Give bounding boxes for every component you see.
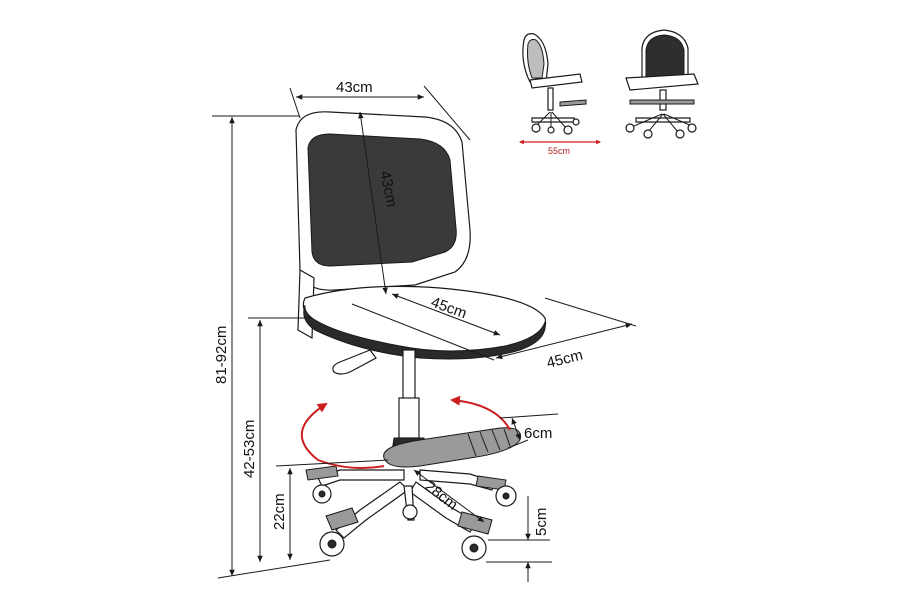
dimension-lines (212, 85, 637, 582)
side-view-thumbnail: 55cm (519, 33, 601, 156)
caster-front-left (319, 531, 345, 557)
caster-back-left (312, 484, 332, 504)
footrest-ridges (467, 428, 511, 457)
rotation-arrow-left (301, 402, 328, 461)
label-total-height: 81-92cm (213, 326, 230, 384)
main-chair (295, 111, 547, 561)
label-wheel-height: 5cm (533, 508, 550, 536)
rotation-arrow-left-tail (317, 459, 385, 469)
seat-cushion-edge (303, 304, 546, 360)
label-back-width: 43cm (336, 79, 373, 96)
label-footrest-depth: 6cm (524, 425, 552, 442)
leg-cap-back-left (305, 465, 339, 481)
gas-column-cover (398, 397, 420, 439)
label-seat-height: 42-53cm (241, 420, 258, 478)
caster-center (402, 504, 418, 520)
label-footrest-height: 22cm (271, 493, 288, 530)
label-seat-width: 45cm (545, 347, 585, 372)
label-side-view-depth: 55cm (548, 146, 570, 156)
rotation-arrow-right (450, 395, 511, 431)
gas-column (402, 349, 416, 401)
caster-back-right (495, 485, 517, 507)
leg-cap-left (325, 507, 359, 531)
back-view-thumbnail (625, 29, 699, 139)
caster-front-right (461, 535, 487, 561)
height-lever (332, 349, 377, 375)
